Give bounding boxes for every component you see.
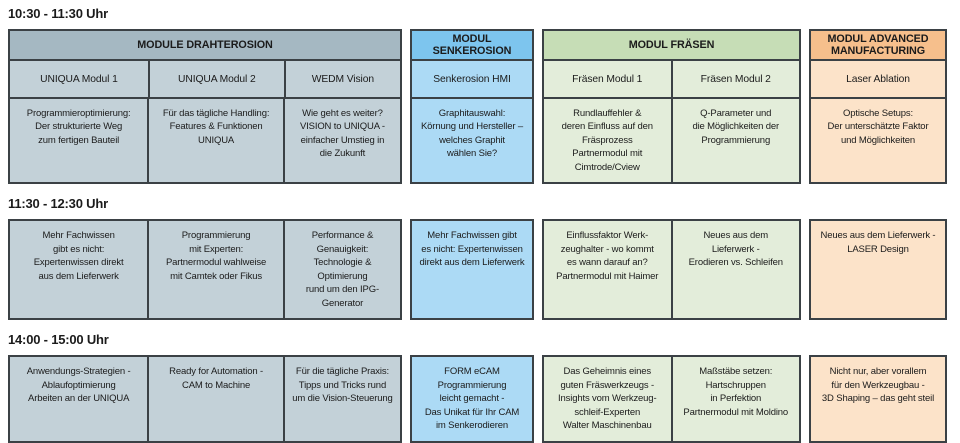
column-header-row: UNIQUA Modul 1 UNIQUA Modul 2 WEDM Visio… bbox=[10, 61, 400, 99]
session-cell: Mehr Fachwissen gibt es nicht: Expertenw… bbox=[33, 230, 124, 282]
module-block-senkerosion: FORM eCAM Programmierung leicht gemacht … bbox=[410, 355, 534, 443]
session-cell: Das Geheimnis eines guten Fräswerkzeugs … bbox=[558, 366, 657, 432]
session-cell: Rundlauffehler & deren Einfluss auf den … bbox=[561, 108, 653, 173]
session-cells: Einflussfaktor Werk- zeughalter - wo kom… bbox=[544, 221, 800, 319]
session-cells: Graphitauswahl: Körnung und Hersteller –… bbox=[412, 99, 532, 182]
session-cell: Anwendungs-Strategien - Ablaufoptimierun… bbox=[26, 366, 131, 405]
session-cells: Mehr Fachwissen gibt es nicht: Expertenw… bbox=[412, 221, 532, 318]
session-cell: Für die tägliche Praxis: Tipps und Trick… bbox=[282, 357, 400, 441]
session-cells: Rundlauffehler & deren Einfluss auf den … bbox=[544, 99, 800, 183]
module-block-senkerosion: Mehr Fachwissen gibt es nicht: Expertenw… bbox=[410, 219, 534, 321]
group-header-drahterosion: MODULE DRAHTEROSION bbox=[10, 31, 400, 61]
module-block-drahterosion: MODULE DRAHTEROSION UNIQUA Modul 1 UNIQU… bbox=[8, 29, 402, 185]
column-header-uniqua-modul-1: UNIQUA Modul 1 bbox=[40, 73, 118, 85]
group-header-senkerosion: MODUL SENKEROSION bbox=[412, 31, 532, 61]
session-cell: Q-Parameter und die Möglichkeiten der Pr… bbox=[670, 99, 800, 183]
session-cell: Maßstäbe setzen: Hartschruppen in Perfek… bbox=[670, 357, 800, 441]
session-cell: Wie geht es weiter? VISION to UNIQUA - e… bbox=[282, 99, 400, 183]
session-cells: Programmieroptimierung: Der strukturiert… bbox=[10, 99, 400, 183]
module-block-senkerosion: MODUL SENKEROSION Senkerosion HMI Graphi… bbox=[410, 29, 534, 185]
session-cell: Neues aus dem Lieferwerk - LASER Design bbox=[820, 230, 936, 255]
module-block-fraesen: Das Geheimnis eines guten Fräswerkzeugs … bbox=[542, 355, 801, 443]
column-header-laser-ablation: Laser Ablation bbox=[846, 73, 910, 85]
session-section-1: 10:30 - 11:30 Uhr MODULE DRAHTEROSION UN… bbox=[8, 6, 960, 185]
session-cell: Mehr Fachwissen gibt es nicht: Expertenw… bbox=[419, 230, 525, 269]
module-block-drahterosion: Mehr Fachwissen gibt es nicht: Expertenw… bbox=[8, 219, 402, 321]
session-cells: Das Geheimnis eines guten Fräswerkzeugs … bbox=[544, 357, 800, 441]
session-cell: Neues aus dem Lieferwerk - Erodieren vs.… bbox=[670, 221, 800, 319]
column-header-fraesen-modul-1: Fräsen Modul 1 bbox=[572, 73, 643, 85]
column-header-senkerosion-hmi: Senkerosion HMI bbox=[433, 73, 511, 85]
time-heading: 10:30 - 11:30 Uhr bbox=[8, 6, 108, 21]
session-cell: Graphitauswahl: Körnung und Hersteller –… bbox=[420, 108, 524, 160]
module-block-drahterosion: Anwendungs-Strategien - Ablaufoptimierun… bbox=[8, 355, 402, 443]
schedule-row: Mehr Fachwissen gibt es nicht: Expertenw… bbox=[8, 219, 960, 321]
column-header-row: Senkerosion HMI bbox=[412, 61, 532, 99]
session-cell: Für das tägliche Handling: Features & Fu… bbox=[147, 99, 283, 183]
module-block-fraesen: Einflussfaktor Werk- zeughalter - wo kom… bbox=[542, 219, 801, 321]
session-cell: Programmieroptimierung: Der strukturiert… bbox=[26, 108, 131, 146]
session-cell: Ready for Automation - CAM to Machine bbox=[147, 357, 283, 441]
module-block-advanced-manufacturing: Nicht nur, aber vorallem für den Werkzeu… bbox=[809, 355, 947, 443]
column-header-row: Laser Ablation bbox=[811, 61, 945, 99]
session-cell: Performance & Genauigkeit: Technologie &… bbox=[282, 221, 400, 319]
session-cells: FORM eCAM Programmierung leicht gemacht … bbox=[412, 357, 532, 440]
module-block-advanced-manufacturing: Neues aus dem Lieferwerk - LASER Design bbox=[809, 219, 947, 321]
session-cells: Nicht nur, aber vorallem für den Werkzeu… bbox=[811, 357, 945, 440]
time-heading: 14:00 - 15:00 Uhr bbox=[8, 332, 109, 348]
schedule-row: Anwendungs-Strategien - Ablaufoptimierun… bbox=[8, 355, 960, 443]
group-header-advanced-manufacturing: MODUL ADVANCED MANUFACTURING bbox=[811, 31, 945, 61]
session-cell: Programmierung mit Experten: Partnermodu… bbox=[147, 221, 283, 319]
session-cell: Einflussfaktor Werk- zeughalter - wo kom… bbox=[556, 230, 659, 282]
time-heading: 11:30 - 12:30 Uhr bbox=[8, 196, 108, 212]
column-header-row: Fräsen Modul 1 Fräsen Modul 2 bbox=[544, 61, 799, 99]
column-header-uniqua-modul-2: UNIQUA Modul 2 bbox=[147, 61, 284, 97]
session-section-2: 11:30 - 12:30 Uhr Mehr Fachwissen gibt e… bbox=[8, 196, 960, 321]
session-cell: FORM eCAM Programmierung leicht gemacht … bbox=[424, 366, 520, 432]
session-cells: Mehr Fachwissen gibt es nicht: Expertenw… bbox=[10, 221, 400, 319]
session-cells: Neues aus dem Lieferwerk - LASER Design bbox=[811, 221, 945, 318]
module-block-advanced-manufacturing: MODUL ADVANCED MANUFACTURING Laser Ablat… bbox=[809, 29, 947, 185]
session-section-3: 14:00 - 15:00 Uhr Anwendungs-Strategien … bbox=[8, 332, 960, 443]
column-header-fraesen-modul-2: Fräsen Modul 2 bbox=[670, 61, 800, 97]
session-cells: Anwendungs-Strategien - Ablaufoptimierun… bbox=[10, 357, 400, 441]
module-block-fraesen: MODUL FRÄSEN Fräsen Modul 1 Fräsen Modul… bbox=[542, 29, 801, 185]
session-cells: Optische Setups: Der unterschätzte Fakto… bbox=[811, 99, 945, 182]
column-header-wedm-vision: WEDM Vision bbox=[283, 61, 400, 97]
session-cell: Optische Setups: Der unterschätzte Fakto… bbox=[827, 108, 929, 146]
schedule-row: MODULE DRAHTEROSION UNIQUA Modul 1 UNIQU… bbox=[8, 29, 960, 185]
session-cell: Nicht nur, aber vorallem für den Werkzeu… bbox=[821, 366, 935, 405]
group-header-fraesen: MODUL FRÄSEN bbox=[544, 31, 799, 61]
